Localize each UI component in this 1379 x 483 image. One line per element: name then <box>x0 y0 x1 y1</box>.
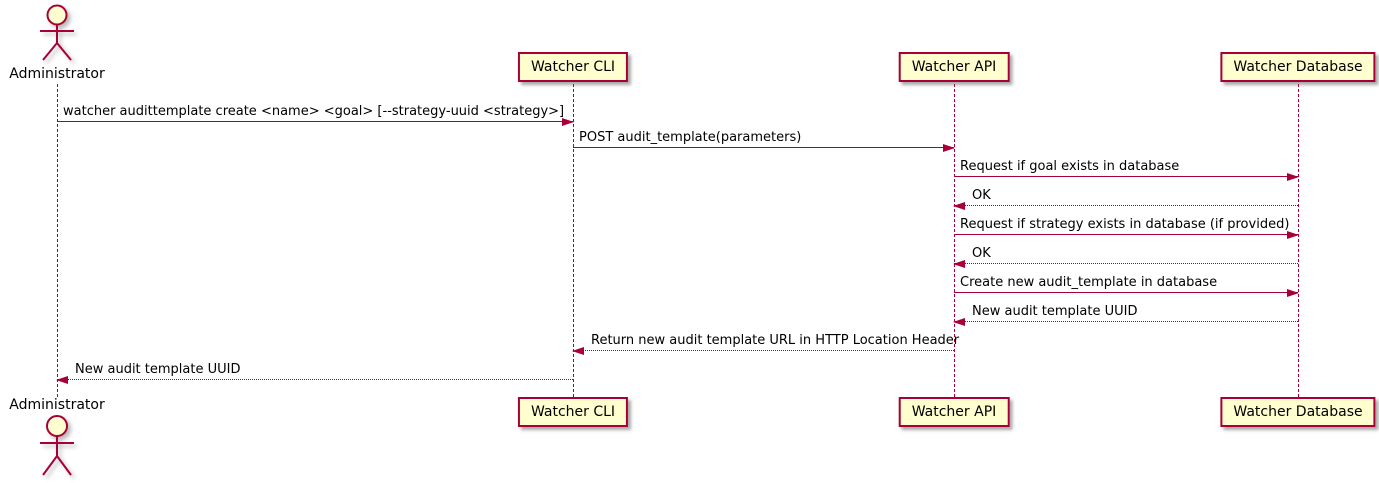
arrowhead-icon <box>1287 230 1299 239</box>
participant-watcher-cli: Watcher CLI <box>517 52 629 82</box>
message-4: OK <box>953 188 1298 210</box>
message-label: OK <box>972 246 991 261</box>
lifeline-watcher-api <box>954 84 955 397</box>
participant-watcher-cli-bottom: Watcher CLI <box>517 397 629 427</box>
participant-label: Watcher CLI <box>530 59 616 75</box>
participant-label: Watcher CLI <box>530 404 616 420</box>
participant-watcher-database: Watcher Database <box>1220 52 1376 82</box>
participant-watcher-api-bottom: Watcher API <box>898 397 1010 427</box>
arrowhead-icon <box>1287 288 1299 297</box>
message-label: Request if strategy exists in database (… <box>960 217 1290 232</box>
participant-watcher-api: Watcher API <box>898 52 1010 82</box>
message-10: New audit template UUID <box>56 362 573 384</box>
message-9: Return new audit template URL in HTTP Lo… <box>572 333 959 355</box>
arrowhead-icon <box>56 375 68 384</box>
message-label: New audit template UUID <box>75 362 241 377</box>
message-label: OK <box>972 188 991 203</box>
participant-label: Watcher Database <box>1233 59 1363 75</box>
message-label: POST audit_template(parameters) <box>579 130 802 145</box>
arrowhead-icon <box>572 346 584 355</box>
participant-watcher-database-bottom: Watcher Database <box>1220 397 1376 427</box>
message-label: Return new audit template URL in HTTP Lo… <box>591 333 960 348</box>
actor-icon-bottom <box>36 414 78 483</box>
lifeline-watcher-database <box>1298 84 1299 397</box>
actor-label-bottom: Administrator <box>9 397 105 413</box>
message-3: Request if goal exists in database <box>954 159 1299 181</box>
lifeline-watcher-cli <box>573 84 574 397</box>
actor-icon <box>36 4 78 68</box>
participant-label: Watcher Database <box>1233 404 1363 420</box>
message-label: New audit template UUID <box>972 304 1138 319</box>
message-label: watcher audittemplate create <name> <goa… <box>63 104 565 119</box>
arrowhead-icon <box>953 201 965 210</box>
arrowhead-icon <box>953 317 965 326</box>
message-2: POST audit_template(parameters) <box>573 130 955 152</box>
lifeline-administrator <box>57 84 58 397</box>
arrowhead-icon <box>943 143 955 152</box>
message-label: Create new audit_template in database <box>960 275 1218 290</box>
participant-label: Watcher API <box>911 59 997 75</box>
message-5: Request if strategy exists in database (… <box>954 217 1299 239</box>
message-1: watcher audittemplate create <name> <goa… <box>57 104 574 126</box>
arrowhead-icon <box>953 259 965 268</box>
arrowhead-icon <box>1287 172 1299 181</box>
actor-label: Administrator <box>9 66 105 82</box>
message-6: OK <box>953 246 1298 268</box>
message-8: New audit template UUID <box>953 304 1298 326</box>
message-label: Request if goal exists in database <box>960 159 1180 174</box>
message-7: Create new audit_template in database <box>954 275 1299 297</box>
arrowhead-icon <box>562 117 574 126</box>
participant-label: Watcher API <box>911 404 997 420</box>
